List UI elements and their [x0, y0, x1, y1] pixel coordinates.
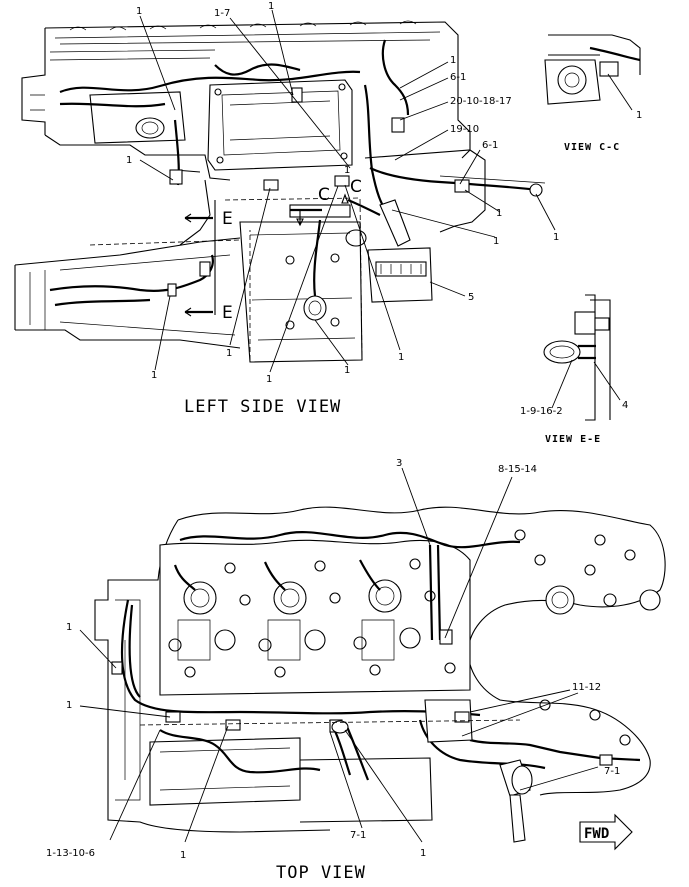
- callout-l18: 1: [496, 208, 502, 219]
- callout-l19: 1: [344, 165, 350, 176]
- callout-ee-4: 4: [622, 400, 628, 411]
- callout-l16: 1: [344, 365, 350, 376]
- callout-l14: 5: [468, 292, 474, 303]
- section-letter-e-upper: E: [222, 209, 233, 229]
- title-left-side-view: LEFT SIDE VIEW: [184, 397, 341, 417]
- section-letter-c-left: C: [318, 185, 330, 205]
- callout-l12: 1: [226, 348, 232, 359]
- callout-ee-1-9-16-2: 1-9-16-2: [520, 406, 563, 417]
- callout-l17: 1: [151, 370, 157, 381]
- title-view-cc: VIEW C-C: [564, 142, 620, 153]
- title-view-ee: VIEW E-E: [545, 434, 601, 445]
- top-view-callouts: 3 8-15-14 1 1 11-12 7-1 1-13-10-6 1 7-1 …: [46, 458, 620, 861]
- callout-l13: 1: [398, 352, 404, 363]
- view-ee-drawing: [543, 294, 621, 421]
- callout-t3: 1: [66, 622, 72, 633]
- callout-l6: 20-10-18-17: [450, 96, 512, 107]
- callout-t6: 7-1: [604, 766, 620, 777]
- title-top-view: TOP VIEW: [276, 863, 366, 883]
- fwd-label: FWD: [584, 826, 609, 842]
- fwd-arrow: FWD: [579, 813, 633, 851]
- section-letter-e-lower: E: [222, 303, 233, 323]
- top-view-leaders: [79, 467, 599, 843]
- callout-cc-1: 1: [636, 110, 642, 121]
- top-view-drawing: [94, 506, 666, 843]
- callout-l1: 1: [136, 6, 142, 17]
- callout-l7: 19-10: [450, 124, 479, 135]
- callout-l5: 6-1: [450, 72, 466, 83]
- callout-l9: 1: [126, 155, 132, 166]
- callout-t2: 8-15-14: [498, 464, 537, 475]
- callout-l8: 6-1: [482, 140, 498, 151]
- callout-l2: 1-7: [214, 8, 230, 19]
- callout-l15: 1: [266, 374, 272, 385]
- callout-t8: 1: [180, 850, 186, 861]
- callout-t7: 1-13-10-6: [46, 848, 95, 859]
- callout-l11: 1: [493, 236, 499, 247]
- callout-t1: 3: [396, 458, 402, 469]
- callout-t10: 1: [420, 848, 426, 859]
- callout-t5: 11-12: [572, 682, 601, 693]
- view-cc-drawing: [544, 34, 641, 111]
- left-view-callouts: 1 1-7 1 1 6-1 20-10-18-17 19-10 6-1 1 1 …: [126, 1, 559, 385]
- callout-l4: 1: [450, 55, 456, 66]
- left-side-view-drawing: [14, 20, 546, 363]
- callout-l10: 1: [553, 232, 559, 243]
- section-letter-c-right: C: [350, 177, 362, 197]
- callout-l3: 1: [268, 1, 274, 12]
- left-view-leaders: [139, 9, 556, 373]
- callout-t4: 1: [66, 700, 72, 711]
- callout-t9: 7-1: [350, 830, 366, 841]
